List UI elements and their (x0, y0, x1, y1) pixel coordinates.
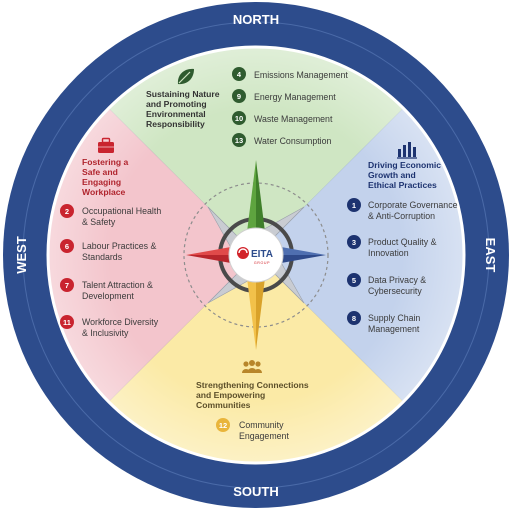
item-label: Occupational Health & Safety (82, 206, 164, 227)
eita-logo: EITA GROUP (228, 227, 284, 283)
item-label: Supply Chain Management (368, 313, 423, 334)
item-label: Labour Practices & Standards (82, 241, 159, 262)
list-item: 1 Corporate Governance & Anti-Corruption (347, 198, 460, 221)
list-item: 4 Emissions Management (232, 67, 348, 81)
briefcase-icon (98, 137, 114, 153)
item-label: Workforce Diversity & Inclusivity (82, 317, 161, 338)
svg-text:2: 2 (65, 207, 69, 216)
item-label: Corporate Governance & Anti-Corruption (368, 200, 460, 221)
item-label: Community Engagement (239, 420, 289, 441)
item-label: Talent Attraction & Development (82, 280, 155, 301)
item-label: Water Consumption (254, 136, 332, 146)
item-number-badge (60, 204, 74, 218)
svg-text:12: 12 (219, 421, 227, 430)
list-item: 7 Talent Attraction & Development (60, 278, 155, 301)
item-label: Product Quality & Innovation (368, 237, 439, 258)
svg-text:1: 1 (352, 201, 356, 210)
south-label: SOUTH (233, 484, 279, 499)
svg-text:3: 3 (352, 238, 356, 247)
north-label: NORTH (233, 12, 279, 27)
item-label: Waste Management (254, 114, 333, 124)
svg-text:4: 4 (237, 70, 242, 79)
svg-text:8: 8 (352, 314, 356, 323)
list-item: 9 Energy Management (232, 89, 336, 103)
people-group-icon (242, 360, 262, 373)
list-item: 10 Waste Management (232, 111, 333, 125)
item-number-badge (216, 418, 230, 432)
logo-tagline: GROUP (254, 261, 270, 265)
west-label: WEST (14, 236, 29, 274)
item-number-badge (232, 111, 246, 125)
item-number-badge (232, 89, 246, 103)
item-label: Data Privacy & Cybersecurity (368, 275, 429, 296)
svg-text:6: 6 (65, 242, 69, 251)
svg-text:13: 13 (235, 136, 243, 145)
list-item: 8 Supply Chain Management (347, 311, 423, 334)
bar-chart-people-icon (397, 142, 417, 159)
south-quadrant-content: Strengthening Connections and Empowering… (196, 360, 311, 441)
svg-text:11: 11 (63, 318, 71, 327)
list-item: 2 Occupational Health & Safety (60, 204, 164, 227)
list-item: 6 Labour Practices & Standards (60, 239, 159, 262)
east-title: Driving Economic Growth and Ethical Prac… (368, 160, 443, 190)
item-number-badge (60, 278, 74, 292)
item-label: Emissions Management (254, 70, 348, 80)
east-label: EAST (483, 238, 498, 273)
north-quadrant-content: Sustaining Nature and Promoting Environm… (146, 67, 348, 147)
list-item: 13 Water Consumption (232, 133, 332, 147)
svg-text:5: 5 (352, 276, 356, 285)
item-label: Energy Management (254, 92, 336, 102)
logo-swirl-icon (237, 247, 249, 259)
west-title: Fostering a Safe and Engaging Workplace (82, 157, 131, 197)
item-number-badge (347, 273, 361, 287)
item-number-badge (347, 198, 361, 212)
list-item: 3 Product Quality & Innovation (347, 235, 439, 258)
svg-text:9: 9 (237, 92, 241, 101)
item-number-badge (347, 311, 361, 325)
list-item: 5 Data Privacy & Cybersecurity (347, 273, 429, 296)
south-title: Strengthening Connections and Empowering… (196, 380, 311, 410)
item-number-badge (347, 235, 361, 249)
svg-text:7: 7 (65, 281, 69, 290)
logo-name: EITA (251, 249, 273, 260)
leaf-icon (177, 68, 194, 85)
item-number-badge (60, 315, 74, 329)
item-number-badge (232, 67, 246, 81)
item-number-badge (60, 239, 74, 253)
west-quadrant-content: Fostering a Safe and Engaging Workplace … (60, 137, 164, 338)
list-item: 12 Community Engagement (216, 418, 289, 441)
list-item: 11 Workforce Diversity & Inclusivity (60, 315, 161, 338)
east-quadrant-content: Driving Economic Growth and Ethical Prac… (347, 142, 460, 334)
svg-text:10: 10 (235, 114, 243, 123)
item-number-badge (232, 133, 246, 147)
north-title: Sustaining Nature and Promoting Environm… (146, 89, 222, 129)
